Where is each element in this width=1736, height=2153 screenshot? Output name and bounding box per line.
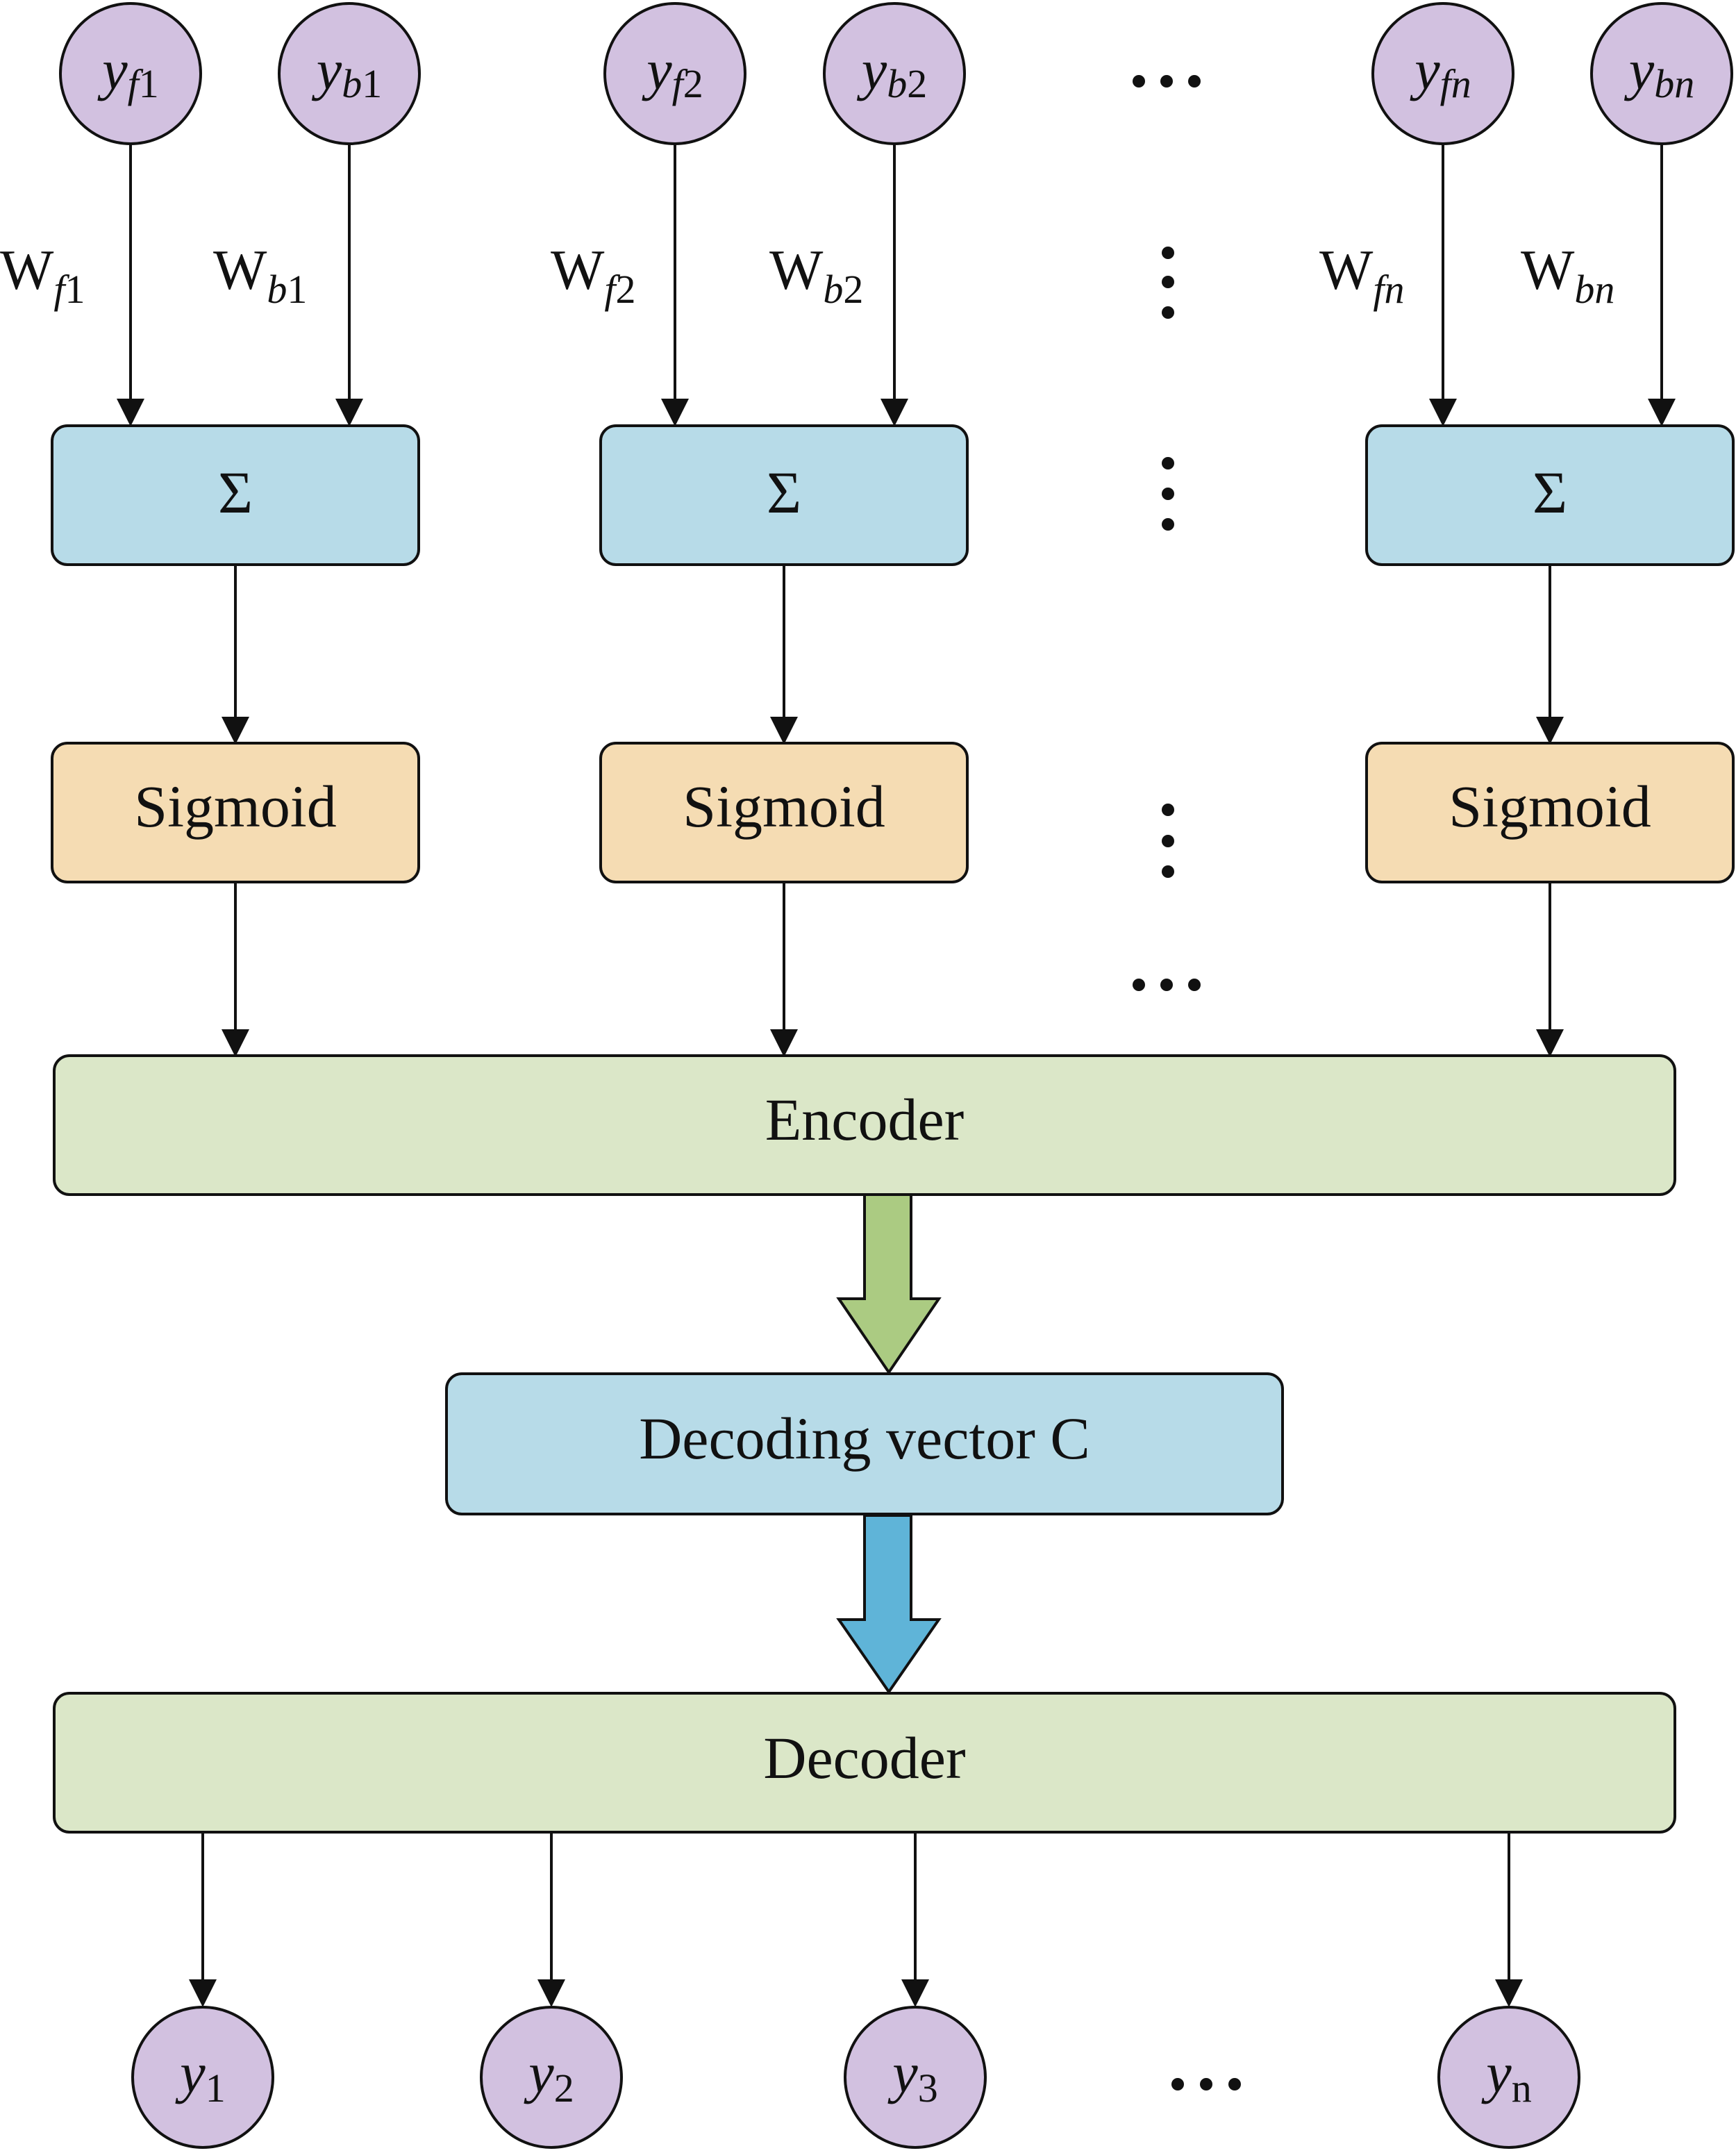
vector-to-decoder-arrow [836, 1514, 942, 1695]
weight-label-wfn: Wfn [1319, 238, 1405, 312]
sigmoid-vertical-ellipsis [1162, 804, 1174, 878]
svg-text:Decoding vector C: Decoding vector C [639, 1405, 1090, 1472]
decoder-box: Decoder [53, 1692, 1676, 1834]
weight-label-wbn: Wbn [1521, 238, 1614, 312]
svg-text:Σ: Σ [218, 459, 253, 526]
sigmoid-box-n: Sigmoid [1365, 742, 1735, 883]
input-node-yf2: yf2 [603, 2, 746, 145]
svg-text:Sigmoid: Sigmoid [134, 773, 337, 840]
svg-text:yfn: yfn [1410, 38, 1471, 106]
svg-text:yf1: yf1 [97, 38, 159, 106]
input-node-yb1: yb1 [278, 2, 421, 145]
svg-text:y2: y2 [524, 2041, 574, 2111]
output-ellipsis [1171, 2078, 1241, 2090]
svg-text:Σ: Σ [767, 459, 801, 526]
svg-text:y1: y1 [175, 2041, 225, 2111]
svg-text:yb1: yb1 [312, 38, 382, 106]
svg-text:Sigmoid: Sigmoid [1449, 773, 1651, 840]
sum-vertical-ellipsis [1162, 457, 1174, 531]
encoder-to-vector-arrow [836, 1193, 942, 1375]
decoding-vector-box: Decoding vector C [445, 1372, 1284, 1515]
input-node-yf1: yf1 [59, 2, 202, 145]
output-node-y2: y2 [480, 2006, 623, 2149]
weight-label-wf1: Wf1 [0, 238, 85, 312]
output-node-yn: yn [1437, 2006, 1580, 2149]
sigmoid-box-2: Sigmoid [599, 742, 969, 883]
svg-text:Encoder: Encoder [765, 1086, 965, 1153]
weight-label-wb2: Wb2 [769, 238, 863, 312]
input-node-ybn: ybn [1590, 2, 1733, 145]
svg-text:Sigmoid: Sigmoid [683, 773, 885, 840]
sum-box-1: Σ [51, 424, 420, 566]
svg-text:yf2: yf2 [642, 38, 703, 106]
svg-text:ybn: ybn [1624, 38, 1694, 106]
input-ellipsis [1133, 75, 1201, 88]
weight-label-wb1: Wb1 [213, 238, 307, 312]
encoder-box: Encoder [53, 1054, 1676, 1196]
output-node-y1: y1 [131, 2006, 274, 2149]
input-node-yb2: yb2 [823, 2, 966, 145]
svg-text:yb2: yb2 [857, 38, 927, 106]
sum-box-n: Σ [1365, 424, 1735, 566]
input-node-yfn: yfn [1371, 2, 1514, 145]
encoder-inputs-ellipsis [1133, 979, 1201, 991]
sum-box-2: Σ [599, 424, 969, 566]
svg-text:Σ: Σ [1533, 459, 1567, 526]
svg-text:y3: y3 [887, 2041, 937, 2111]
sigmoid-box-1: Sigmoid [51, 742, 420, 883]
weights-vertical-ellipsis [1162, 247, 1174, 319]
svg-text:yn: yn [1481, 2041, 1531, 2111]
output-node-y3: y3 [844, 2006, 987, 2149]
weight-label-wf2: Wf2 [551, 238, 636, 312]
svg-text:Decoder: Decoder [763, 1724, 965, 1791]
